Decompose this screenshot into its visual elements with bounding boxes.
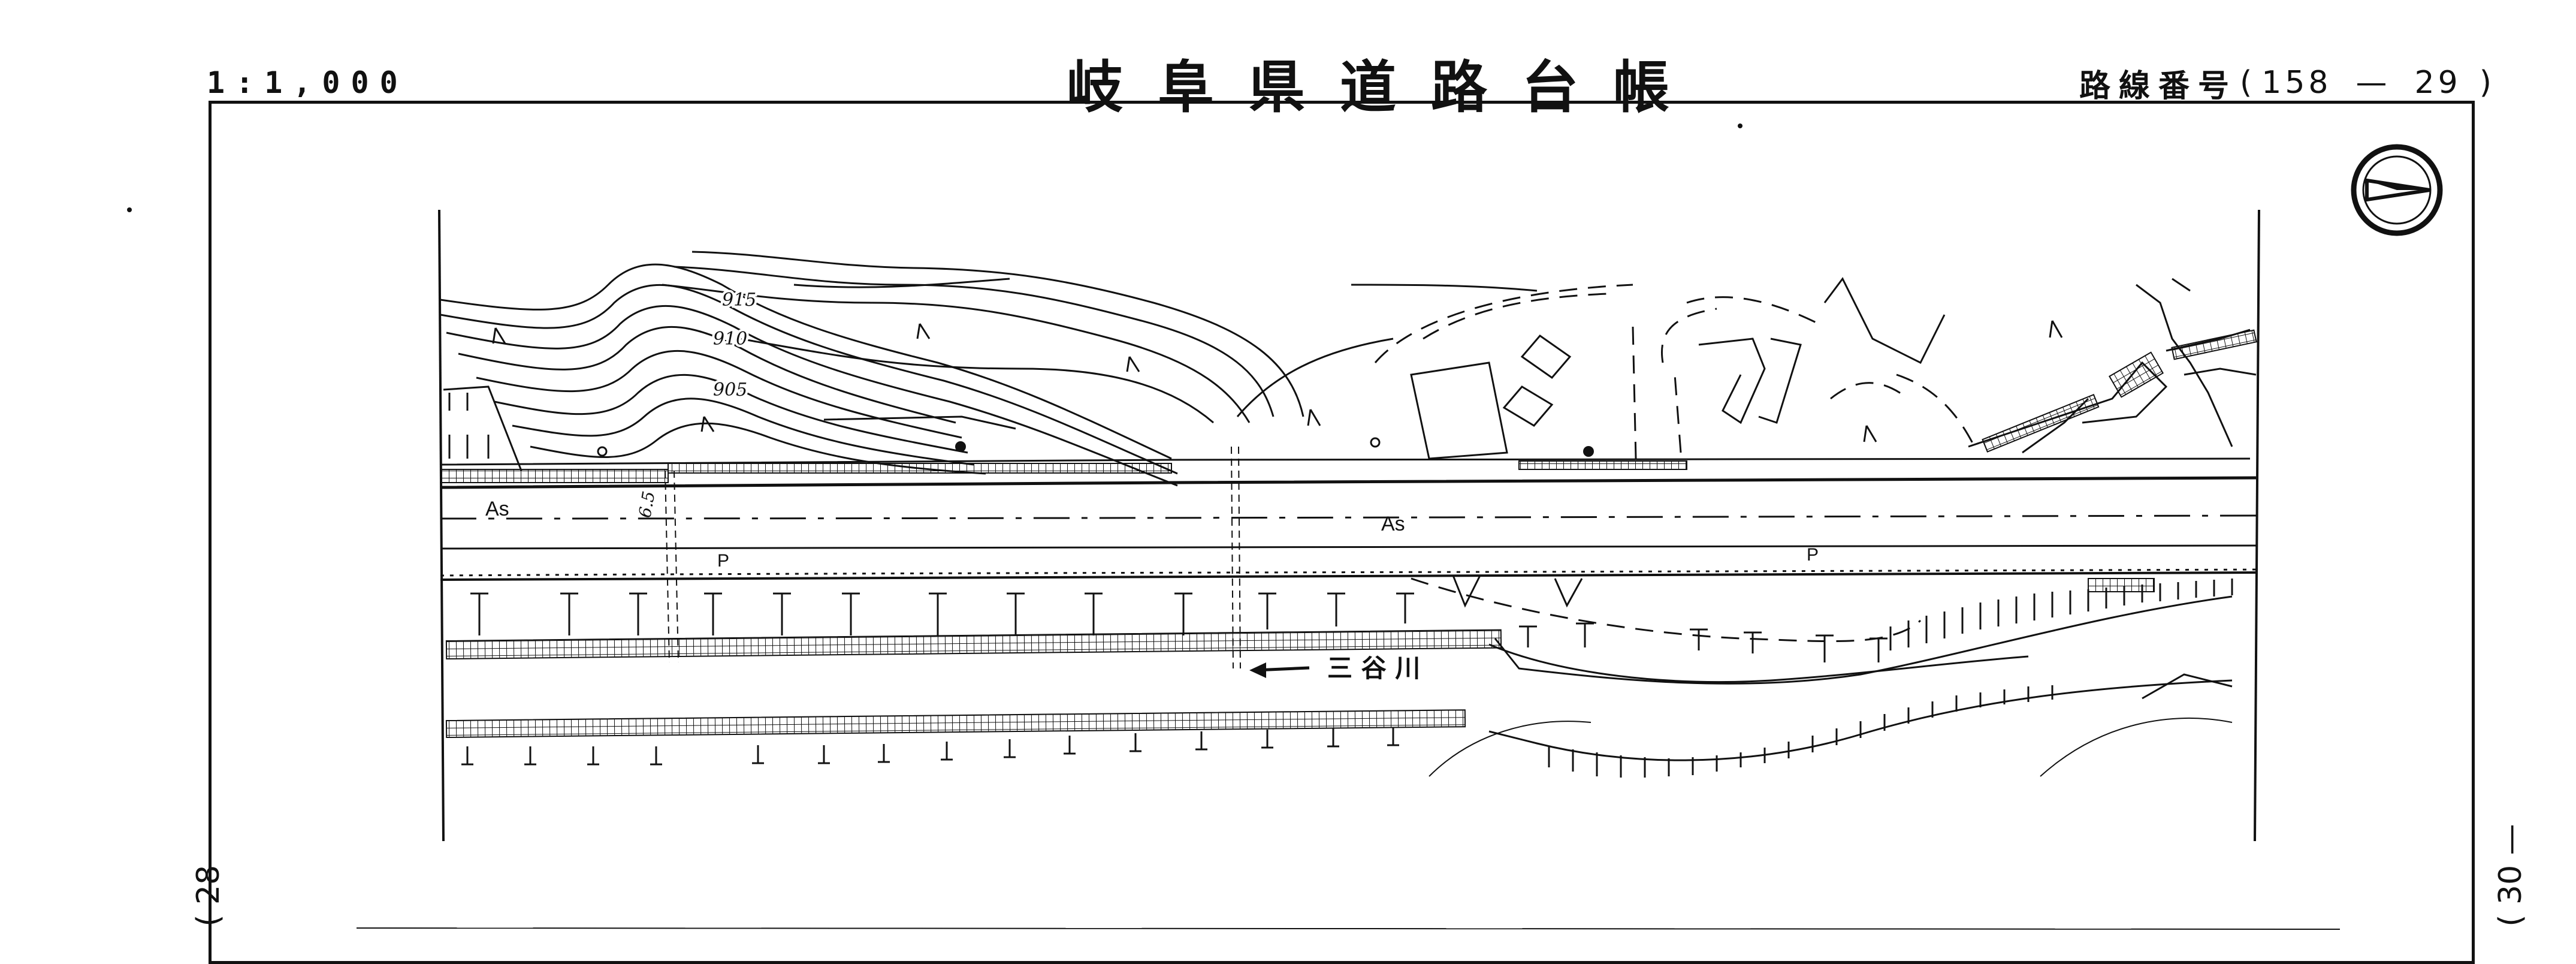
road-edge-hatched <box>668 463 1172 474</box>
marker-circle <box>1370 437 1381 448</box>
benchmark-symbol <box>955 441 966 452</box>
map-scale: 1:1,000 <box>207 65 409 100</box>
route-sheet-number: 29 <box>2414 65 2462 101</box>
river-bank-hatched <box>445 629 1502 660</box>
contour-label: 915 <box>722 290 756 311</box>
hatched-wall <box>2108 351 2164 398</box>
plan-boundary-left <box>438 209 445 842</box>
contour-lines <box>440 251 1538 487</box>
hatched-wall <box>1982 393 2100 453</box>
river-slope-hatching <box>1548 579 2233 778</box>
river-curve <box>2040 717 2233 777</box>
map-frame: 915 910 905 <box>209 101 2475 964</box>
river-curve <box>2142 673 2233 700</box>
surface-label: As <box>485 498 509 520</box>
river-bank-right <box>1494 595 2233 685</box>
north-arrow-icon <box>2351 144 2443 236</box>
culvert <box>674 470 679 663</box>
route-open-paren: ( <box>2239 65 2256 101</box>
route-number: 158 <box>2261 65 2332 101</box>
slope-ticks <box>470 575 1888 662</box>
bank-line <box>1488 643 2029 683</box>
vegetation-symbols <box>492 320 2063 442</box>
bottom-rule <box>356 927 2341 930</box>
stray-dot <box>127 207 132 212</box>
culvert <box>665 470 670 663</box>
sheet-title: 岐阜県道路台帳 <box>1067 55 1705 120</box>
lower-bank-ticks <box>461 727 1399 766</box>
river-flow-arrow <box>1249 662 1310 678</box>
road-edge-hatched <box>2088 578 2155 592</box>
marker-circle <box>597 446 608 457</box>
benchmark-symbol <box>1583 446 1594 457</box>
road-map-drawing: 915 910 905 <box>356 144 2443 930</box>
culvert <box>1238 446 1241 669</box>
stray-dot <box>1738 123 1743 128</box>
bank-line <box>1411 577 1922 643</box>
road-edge-hatched <box>1518 460 1687 470</box>
culvert <box>1231 446 1234 669</box>
route-separator: — <box>2355 65 2391 101</box>
hatched-wall <box>2171 329 2257 360</box>
surface-label: P <box>717 551 729 571</box>
road-edge-hatched <box>440 469 669 483</box>
river-label: 三 谷 川 <box>1327 653 1420 683</box>
contour-label: 905 <box>713 379 747 400</box>
route-number-block: 路線番号 ( 158 — 29 ) <box>2079 53 2495 113</box>
surface-label: P <box>1807 545 1819 565</box>
road-lines <box>440 457 2257 581</box>
stray-dot <box>1070 83 1074 88</box>
river-curve <box>1429 721 1591 777</box>
surface-label: As <box>1381 513 1405 535</box>
contour-label: 910 <box>713 329 747 350</box>
plan-boundary-right <box>2254 209 2260 842</box>
width-label: 6.5 <box>635 490 659 520</box>
river-bank-right <box>1488 679 2233 761</box>
route-close-paren: ) <box>2479 65 2495 101</box>
river-bank-hatched <box>445 709 1466 739</box>
next-sheet-ref: ( 30 — <box>2493 824 2529 927</box>
route-number-label: 路線番号 <box>2079 68 2237 104</box>
